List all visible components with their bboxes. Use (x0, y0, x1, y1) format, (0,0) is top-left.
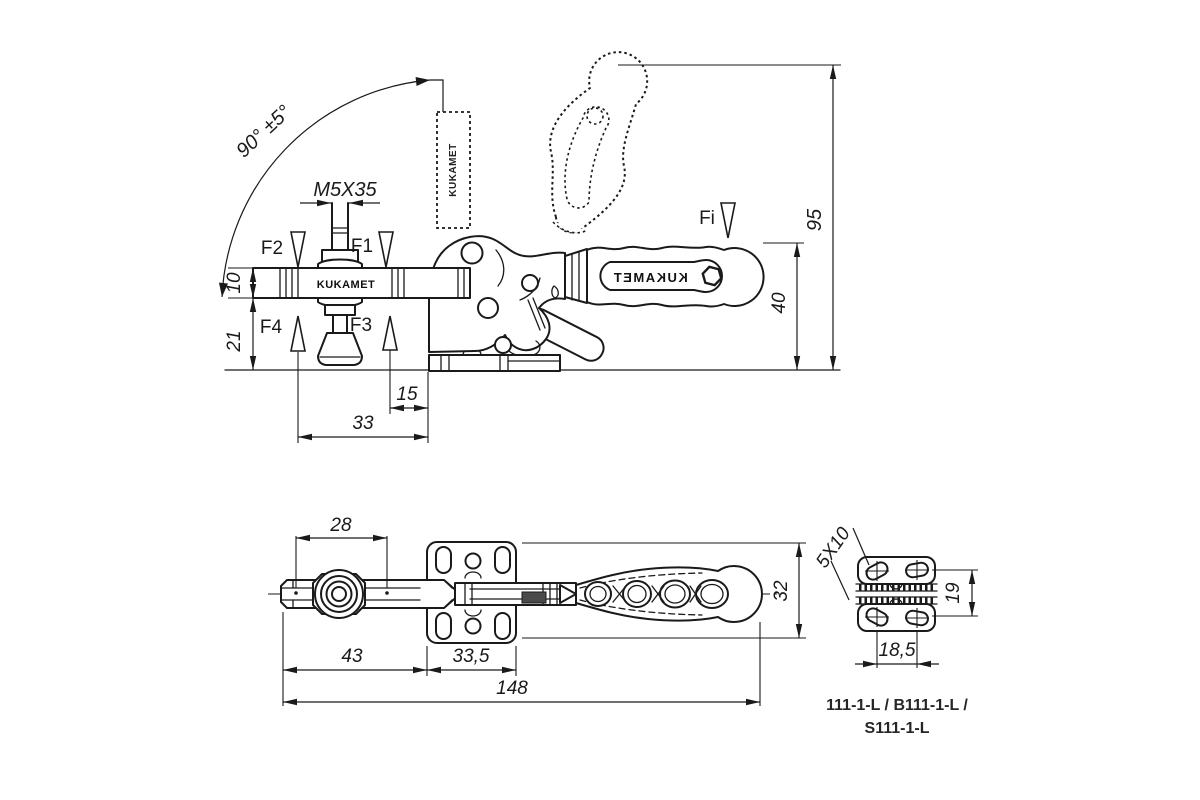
grip-bump-2 (622, 580, 652, 608)
plan-view: 28 43 33,5 148 32 (268, 515, 806, 706)
end-view-flanges (855, 556, 938, 632)
dim-base-width-label: 32 (771, 580, 792, 602)
dim-hole-spacing-label: 18,5 (879, 640, 916, 661)
dim-total-length-label: 148 (496, 678, 528, 699)
spindle-assembly (317, 202, 363, 366)
handle-hex-hole (701, 265, 723, 287)
part-number-line1: 111-1-L / B111-1-L / (826, 697, 968, 714)
dim-height-open-label: 95 (804, 208, 826, 231)
dim-base-length-label: 33,5 (453, 646, 490, 667)
base-plate-side (428, 347, 561, 372)
handle-closed: KUKAMET (564, 245, 765, 308)
force-f2-arrow (290, 231, 306, 268)
dim-base-width: 32 (522, 542, 806, 639)
dim-pad-reach-label: 21 (224, 330, 245, 352)
spring-hook (551, 285, 559, 299)
grip-bump-1 (584, 581, 612, 607)
bar-brand-text: KUKAMET (317, 279, 376, 291)
dim-arm-base: 43 33,5 (282, 612, 517, 706)
dim-f3-base-label: 15 (396, 384, 418, 405)
dim-hole-spacing: 18,5 (855, 630, 939, 668)
dim-pad-reach: 21 (224, 298, 257, 370)
dim-total-length: 148 (283, 622, 761, 706)
phantom-bar-brand-text: KUKAMET (448, 143, 459, 197)
dim-height-closed-label: 40 (769, 292, 790, 314)
plate-hole-bottom (464, 617, 482, 635)
side-view: KUKAMET KUKAMET (218, 51, 841, 443)
clamp-bar: KUKAMET (252, 267, 471, 299)
handle-open-phantom (549, 51, 649, 234)
dim-f4-base-label: 33 (352, 413, 374, 434)
plan-linkage-rod (454, 582, 577, 606)
pivot-hole-3 (477, 297, 499, 319)
pressure-pad (317, 332, 363, 366)
dim-bar-height-label: 10 (224, 272, 245, 294)
plan-fork-arm (280, 569, 461, 619)
spindle-nut-bottom (324, 304, 356, 316)
dim-slot-size-label: 5X10 (812, 523, 855, 572)
dim-spindle-offsets: 15 33 (297, 350, 429, 443)
part-numbers: 111-1-L / B111-1-L / S111-1-L (826, 697, 968, 737)
handle-grip-ring (599, 259, 723, 293)
force-f1-label: F1 (351, 236, 373, 257)
plate-slot-tl (435, 546, 452, 574)
force-fi-arrow (720, 202, 736, 239)
pivot-hole-1 (460, 241, 484, 265)
force-fi-label: Fi (699, 208, 715, 229)
plate-hole-top (464, 552, 482, 570)
dim-row-spacing: 19 (932, 569, 978, 617)
force-f3-label: F3 (350, 315, 372, 336)
force-f4-arrow (290, 315, 306, 352)
clamp-body (428, 235, 566, 356)
plate-slot-br (494, 612, 511, 640)
part-number-line2: S111-1-L (865, 720, 930, 737)
rod-spring-block (521, 591, 547, 604)
end-view: 5X10 19 18,5 111-1-L / B111-1-L / S111-1… (812, 523, 978, 737)
force-f2-label: F2 (261, 238, 283, 259)
force-f3-arrow (382, 315, 398, 351)
angle-label: 90° ±5° (232, 101, 295, 162)
bar-open-phantom: KUKAMET (436, 111, 471, 229)
dim-row-spacing-label: 19 (943, 582, 964, 604)
thread-label: M5X35 (313, 179, 377, 201)
plate-slot-bl (435, 612, 452, 640)
dim-bar-height: 10 (224, 267, 257, 299)
handle-brand-text-mirrored: KUKAMET (612, 270, 688, 285)
dim-arm-reach-label: 43 (341, 646, 363, 667)
force-f4-label: F4 (260, 317, 283, 338)
dim-fork-width: 28 (294, 515, 389, 595)
dim-thread: M5X35 (300, 179, 380, 207)
force-f1-arrow (378, 231, 394, 268)
plate-slot-tr (494, 546, 511, 574)
dim-heights: 95 40 (618, 64, 841, 370)
plan-handle (575, 565, 763, 623)
pivot-hole-5 (494, 336, 512, 354)
dim-fork-width-label: 28 (329, 515, 352, 536)
force-arrows: F2 F1 F4 F3 Fi (260, 202, 736, 352)
